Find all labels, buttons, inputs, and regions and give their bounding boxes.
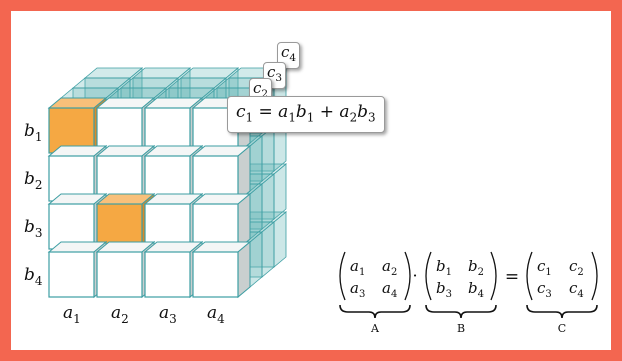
matrix-label: A [370, 322, 380, 335]
matrix-entry: b3 [436, 279, 452, 300]
column-label: a2 [111, 303, 129, 326]
cube-side [237, 240, 251, 299]
left-paren [526, 251, 533, 301]
back-cube-side [261, 125, 275, 182]
back-cube-side [273, 211, 287, 268]
matrix-entry: b2 [468, 257, 484, 278]
equals-sign: = [505, 267, 519, 287]
matrix-label: B [457, 322, 465, 335]
cube-face [96, 251, 143, 298]
back-cube-side [261, 221, 275, 278]
matrix-entry: c2 [569, 257, 584, 278]
matrix-entry: c4 [569, 279, 584, 300]
row-label: b2 [24, 169, 43, 192]
cube-face [48, 251, 95, 298]
matrix-entry: a1 [350, 257, 365, 278]
underbrace [339, 304, 411, 319]
right-paren [404, 251, 411, 301]
cube-side [237, 144, 251, 203]
dot-operator: · [412, 266, 417, 285]
formula-callout: c1 = a1b1 + a2b3 [227, 96, 385, 134]
cube-face [192, 251, 239, 298]
matrix-entry: b4 [468, 279, 484, 300]
matrix-entry: a3 [350, 279, 365, 300]
row-label: b1 [24, 121, 43, 144]
matrix-entry: a4 [382, 279, 397, 300]
cube-face [144, 251, 191, 298]
right-paren [490, 251, 497, 301]
matrix-entry: b1 [436, 257, 452, 278]
matrix-entry: a2 [382, 257, 397, 278]
back-cube-side [249, 231, 263, 288]
back-cube-side [273, 163, 287, 220]
cube-side [237, 192, 251, 251]
left-paren [339, 251, 346, 301]
back-cube-side [249, 135, 263, 192]
row-label: b4 [24, 265, 43, 288]
matrix-entry: c1 [537, 257, 552, 278]
column-label: a3 [159, 303, 177, 326]
left-paren [425, 251, 432, 301]
row-label: b3 [24, 217, 43, 240]
underbrace [526, 304, 598, 319]
matrix-label: C [558, 322, 566, 335]
back-cube-side [249, 183, 263, 240]
column-label: a1 [63, 303, 81, 326]
matrix-entry: c3 [537, 279, 552, 300]
underbrace [425, 304, 497, 319]
column-label: a4 [207, 303, 225, 326]
right-paren [591, 251, 598, 301]
back-cube-side [261, 173, 275, 230]
